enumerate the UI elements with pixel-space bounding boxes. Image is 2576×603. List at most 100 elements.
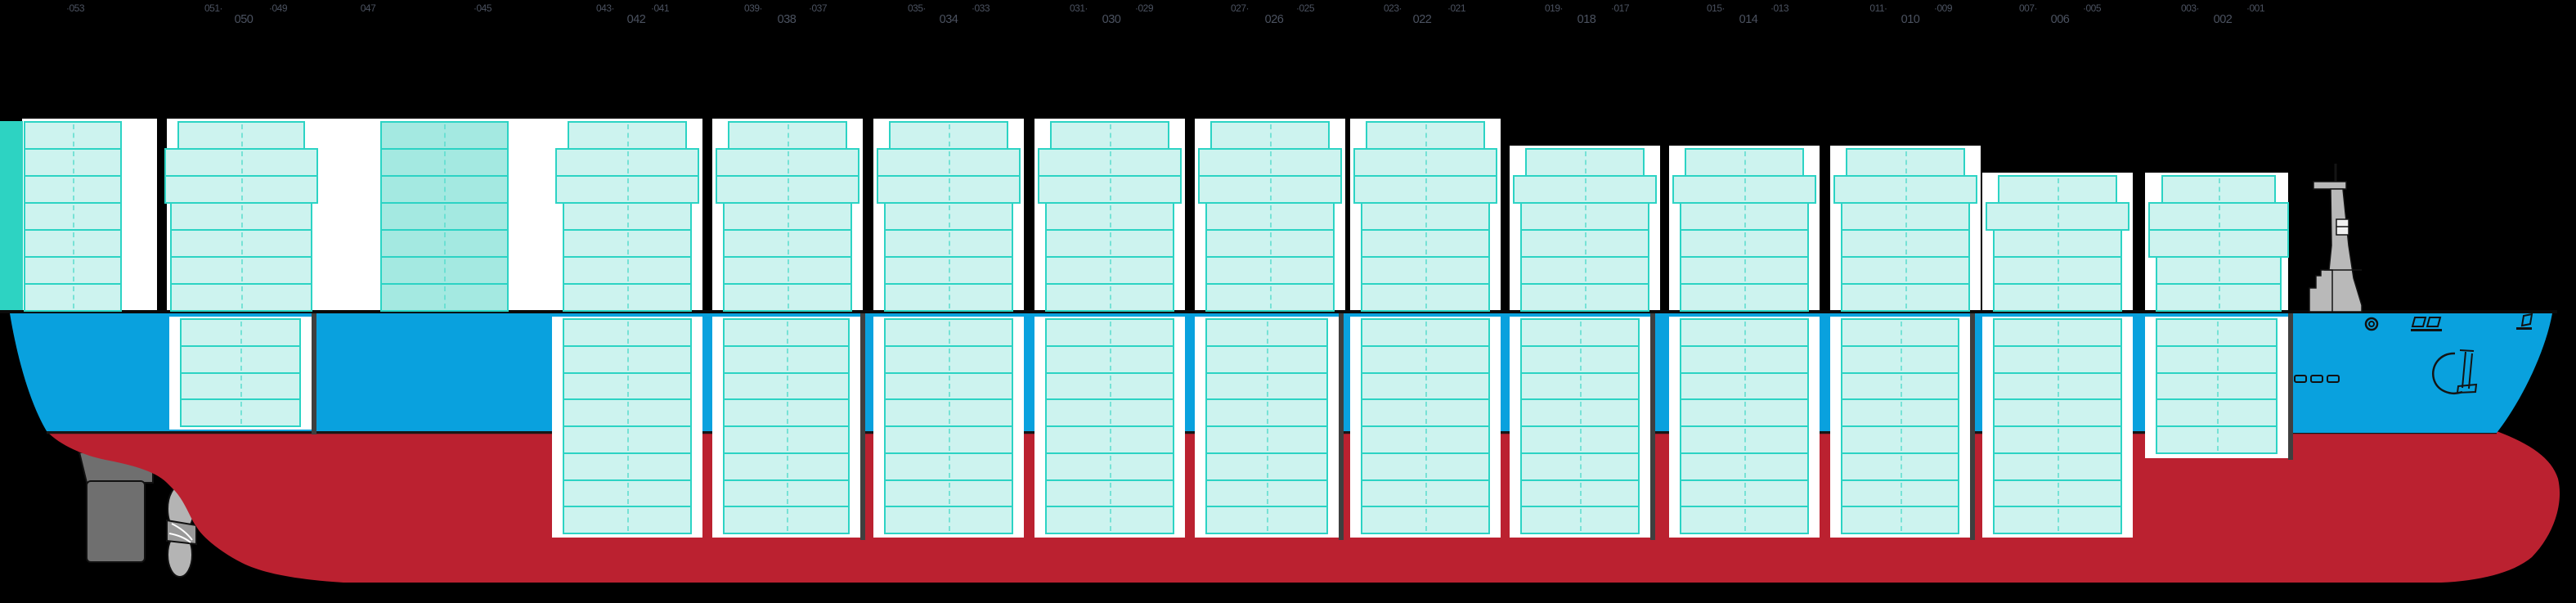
container-tier-bay-038[interactable] [723,479,850,508]
container-tier-bay-030[interactable] [1045,283,1174,312]
container-tier-bay-042[interactable] [563,506,692,534]
container-tier-bay-022[interactable] [1361,283,1490,312]
container-tier-bay-010[interactable] [1841,318,1959,347]
container-tier-bay-018[interactable] [1520,283,1649,312]
container-tier-bay-022[interactable] [1361,452,1490,481]
container-tier-bay-042[interactable] [563,229,692,258]
container-tier-bay-038[interactable] [728,121,847,150]
container-tier-bay-042[interactable] [563,283,692,312]
container-tier-bay-052[interactable] [24,283,122,312]
container-tier-bay-014[interactable] [1680,398,1809,427]
container-tier-bay-014[interactable] [1680,506,1809,534]
container-tier-bay-022[interactable] [1353,175,1497,204]
container-tier-bay-038[interactable] [723,283,852,312]
container-tier-bay-014[interactable] [1685,148,1804,177]
container-tier-bay-018[interactable] [1520,256,1649,285]
container-tier-bay-034[interactable] [889,121,1008,150]
container-tier-bay-010[interactable] [1841,398,1959,427]
container-tier-bay-014[interactable] [1680,256,1809,285]
container-tier-bay-050[interactable] [180,398,301,427]
twenty-foot-divider [1744,232,1746,254]
container-tier-bay-002[interactable] [2156,398,2278,428]
container-tier-bay-050[interactable] [170,283,312,312]
container-tier-bay-026[interactable] [1205,283,1335,312]
container-tier-bay-022[interactable] [1353,148,1497,177]
container-tier-bay-026[interactable] [1210,121,1330,150]
container-tier-bay-042[interactable] [563,479,692,508]
container-tier-bay-038[interactable] [723,398,850,427]
container-tier-bay-046[interactable] [379,148,509,177]
container-tier-bay-002[interactable] [2148,202,2289,231]
container-tier-bay-034[interactable] [884,202,1013,231]
container-tier-bay-002[interactable] [2156,283,2282,312]
container-tier-bay-050[interactable] [177,121,305,150]
container-tier-bay-006[interactable] [1993,452,2122,481]
container-tier-bay-006[interactable] [1993,506,2122,534]
container-tier-bay-006[interactable] [1993,283,2122,312]
container-tier-bay-026[interactable] [1205,506,1328,534]
container-tier-bay-014[interactable] [1680,283,1809,312]
container-tier-bay-010[interactable] [1841,506,1959,534]
container-tier-bay-034[interactable] [884,506,1013,534]
container-tier-bay-046[interactable] [379,121,509,150]
container-tier-bay-010[interactable] [1841,256,1970,285]
container-tier-bay-006[interactable] [1993,229,2122,258]
container-tier-bay-050[interactable] [164,175,318,204]
container-tier-bay-014[interactable] [1680,344,1809,374]
container-tier-bay-026[interactable] [1198,148,1342,177]
container-tier-bay-030[interactable] [1045,202,1174,231]
container-tier-bay-022[interactable] [1361,318,1490,347]
container-tier-bay-034[interactable] [877,175,1021,204]
container-tier-bay-018[interactable] [1520,479,1640,508]
container-tier-bay-034[interactable] [884,344,1013,374]
container-tier-bay-030[interactable] [1045,229,1174,258]
container-tier-bay-042[interactable] [563,425,692,454]
container-tier-bay-038[interactable] [723,371,850,401]
container-tier-bay-018[interactable] [1520,506,1640,534]
container-tier-bay-006[interactable] [1993,344,2122,374]
container-tier-bay-010[interactable] [1841,202,1970,231]
container-tier-bay-034[interactable] [884,452,1013,481]
container-tier-bay-042[interactable] [563,256,692,285]
container-tier-bay-014[interactable] [1680,479,1809,508]
container-tier-bay-030[interactable] [1045,256,1174,285]
container-tier-bay-042[interactable] [563,452,692,481]
container-tier-bay-022[interactable] [1361,506,1490,534]
container-tier-bay-010[interactable] [1841,344,1959,374]
container-tier-bay-046[interactable] [379,256,509,285]
container-tier-bay-038[interactable] [723,318,850,347]
container-tier-bay-038[interactable] [723,256,852,285]
twenty-foot-divider [2219,205,2220,227]
container-tier-bay-038[interactable] [716,175,859,204]
container-tier-bay-030[interactable] [1045,371,1174,401]
container-tier-bay-034[interactable] [884,283,1013,312]
container-tier-bay-038[interactable] [723,202,852,231]
container-tier-bay-038[interactable] [716,148,859,177]
container-tier-bay-038[interactable] [723,506,850,534]
container-tier-bay-046[interactable] [379,283,509,312]
container-tier-bay-018[interactable] [1520,318,1640,347]
container-tier-bay-030[interactable] [1045,506,1174,534]
container-tier-bay-010[interactable] [1833,175,1977,204]
container-tier-bay-026[interactable] [1205,371,1328,401]
container-tier-bay-042[interactable] [563,344,692,374]
container-tier-bay-038[interactable] [723,452,850,481]
container-tier-bay-006[interactable] [1986,202,2129,231]
container-tier-bay-050[interactable] [170,229,312,258]
container-tier-bay-030[interactable] [1045,452,1174,481]
bay-label-odd: 043· [595,2,615,14]
container-tier-bay-010[interactable] [1841,479,1959,508]
container-tier-bay-038[interactable] [723,229,852,258]
container-tier-bay-026[interactable] [1198,175,1342,204]
container-tier-bay-042[interactable] [563,202,692,231]
container-tier-bay-010[interactable] [1841,283,1970,312]
container-tier-bay-042[interactable] [555,148,699,177]
container-tier-bay-018[interactable] [1520,344,1640,374]
container-tier-bay-002[interactable] [2156,425,2278,454]
container-tier-bay-050[interactable] [170,256,312,285]
container-tier-bay-050[interactable] [180,318,301,347]
container-tier-bay-018[interactable] [1520,229,1649,258]
container-tier-bay-022[interactable] [1361,425,1490,454]
container-tier-bay-006[interactable] [1993,479,2122,508]
container-tier-bay-026[interactable] [1205,202,1335,231]
